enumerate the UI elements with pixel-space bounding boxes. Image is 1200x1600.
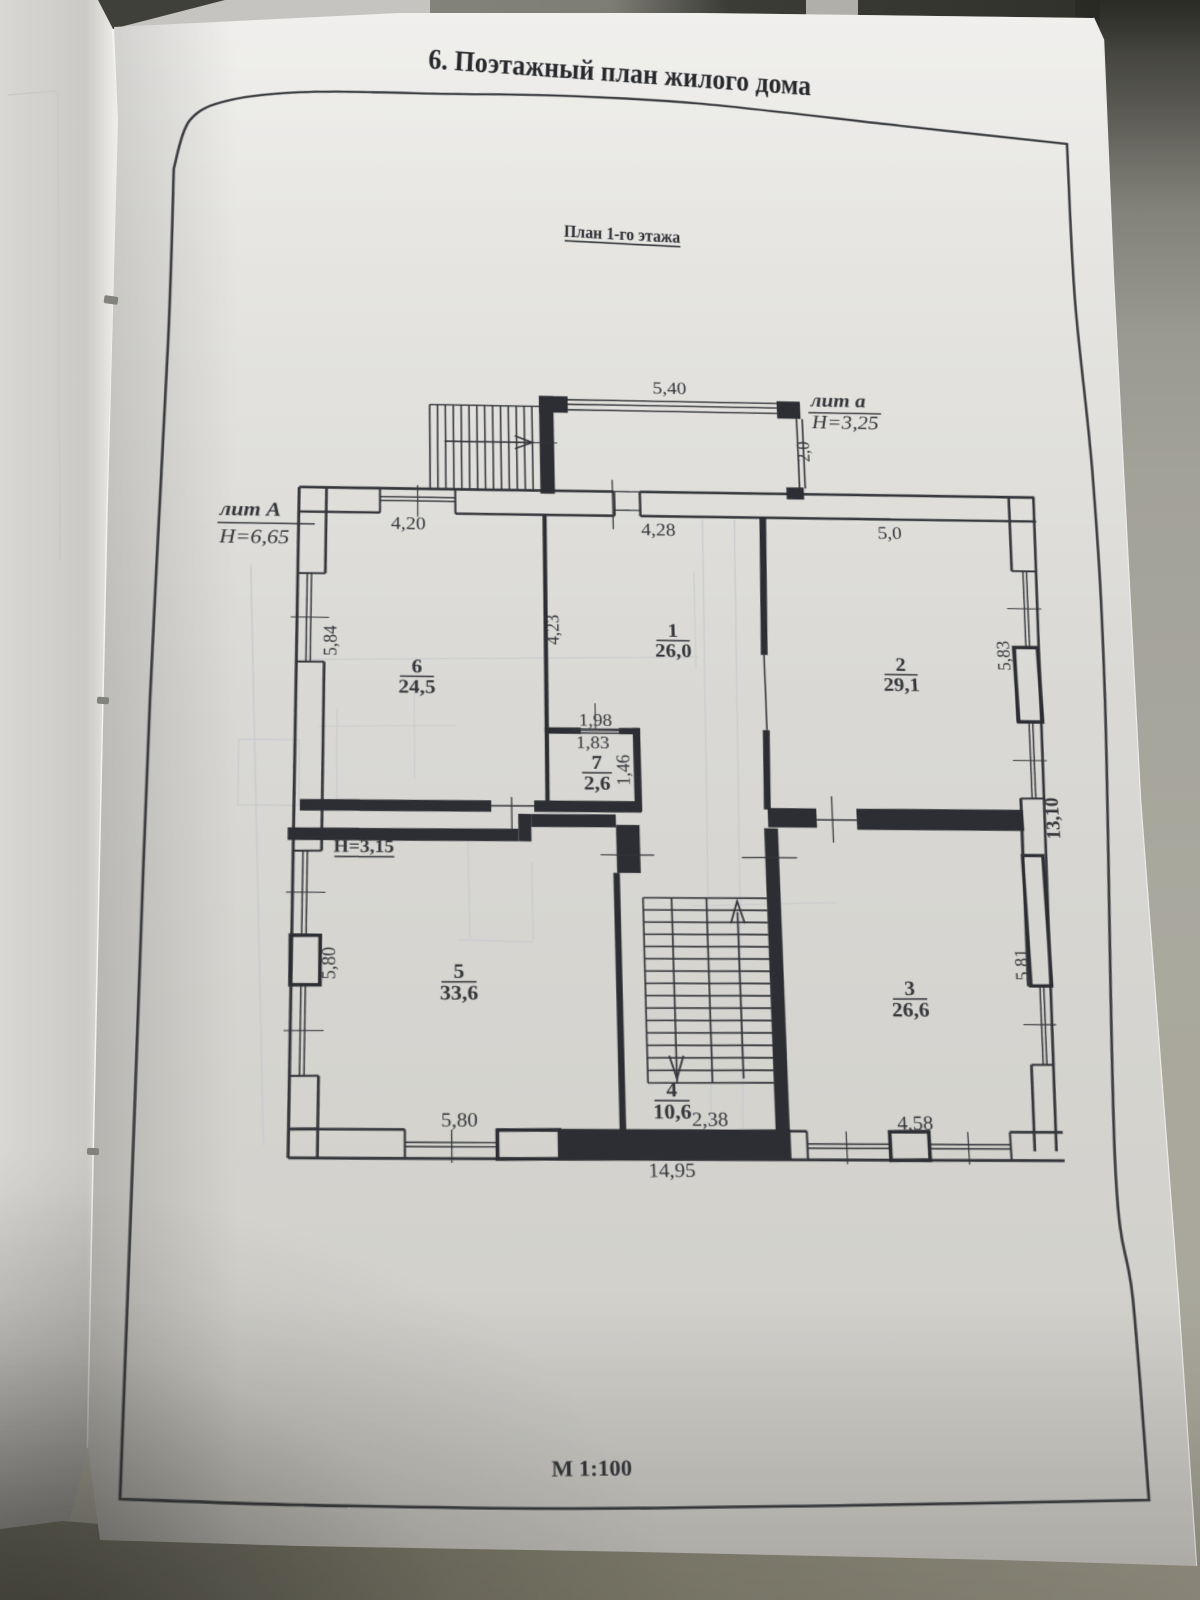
svg-text:26,6: 26,6 <box>891 999 930 1022</box>
svg-text:10,6: 10,6 <box>653 1101 692 1125</box>
svg-text:26,0: 26,0 <box>655 640 692 662</box>
svg-text:1: 1 <box>667 620 678 642</box>
svg-text:4,20: 4,20 <box>391 513 426 534</box>
svg-text:2,38: 2,38 <box>691 1108 728 1131</box>
svg-text:2,6: 2,6 <box>584 773 611 795</box>
svg-text:5,80: 5,80 <box>441 1108 478 1131</box>
svg-text:24,5: 24,5 <box>398 676 435 698</box>
svg-text:4,28: 4,28 <box>641 519 676 539</box>
svg-text:1,83: 1,83 <box>576 732 610 752</box>
svg-text:5: 5 <box>453 960 464 983</box>
svg-text:14,95: 14,95 <box>648 1159 696 1182</box>
svg-text:5,80: 5,80 <box>317 947 340 980</box>
svg-text:Н=3,15: Н=3,15 <box>333 836 394 857</box>
svg-text:13,10: 13,10 <box>1040 797 1065 839</box>
svg-text:5,40: 5,40 <box>652 378 687 398</box>
svg-text:3: 3 <box>904 978 916 1001</box>
svg-text:29,1: 29,1 <box>883 674 920 696</box>
svg-text:Н=6,65: Н=6,65 <box>218 525 290 548</box>
svg-text:Н=3,25: Н=3,25 <box>810 412 879 435</box>
svg-text:7: 7 <box>591 752 602 774</box>
svg-text:1,98: 1,98 <box>578 710 612 730</box>
svg-text:4,23: 4,23 <box>542 614 564 644</box>
svg-text:лит а: лит а <box>809 390 866 412</box>
svg-text:2,0: 2,0 <box>792 441 814 462</box>
svg-text:2: 2 <box>895 654 907 676</box>
svg-text:5,81: 5,81 <box>1010 949 1034 981</box>
svg-text:33,6: 33,6 <box>440 982 479 1005</box>
svg-text:5,0: 5,0 <box>877 523 902 543</box>
svg-text:6: 6 <box>412 656 423 678</box>
svg-text:5,84: 5,84 <box>319 625 341 656</box>
svg-text:5,83: 5,83 <box>992 641 1015 671</box>
svg-text:лит А: лит А <box>218 498 281 521</box>
svg-text:1,46: 1,46 <box>612 754 634 785</box>
svg-text:4,58: 4,58 <box>897 1112 934 1134</box>
svg-text:М 1:100: М 1:100 <box>551 1456 632 1482</box>
svg-text:4: 4 <box>666 1079 678 1103</box>
